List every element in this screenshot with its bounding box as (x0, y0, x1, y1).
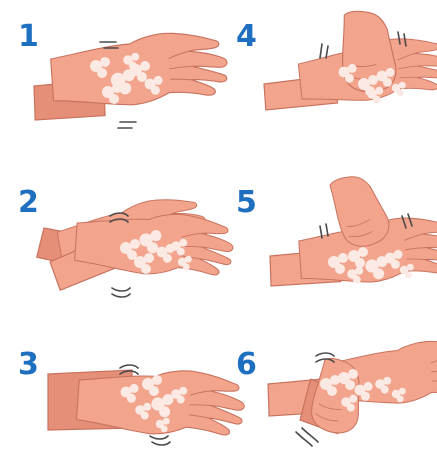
step-4-illustration (264, 9, 437, 110)
motion-line (326, 224, 328, 236)
motion-line (320, 44, 322, 58)
step-2-illustration (37, 192, 235, 297)
step-1-illustration (34, 29, 230, 128)
step-number-5: 5 (236, 185, 257, 220)
step-5-illustration (270, 168, 437, 287)
motion-line (112, 294, 130, 297)
step-number-2: 2 (18, 185, 39, 220)
step-number-1: 1 (18, 19, 39, 54)
motion-line (112, 288, 130, 291)
step-6-illustration (268, 338, 437, 446)
motion-line (316, 353, 334, 356)
step-number-6: 6 (236, 347, 257, 382)
motion-line (150, 436, 168, 439)
motion-line (120, 365, 138, 368)
step-number-4: 4 (236, 19, 257, 54)
step-3-illustration (48, 363, 246, 445)
motion-line (152, 442, 170, 445)
step-number-3: 3 (18, 347, 39, 382)
